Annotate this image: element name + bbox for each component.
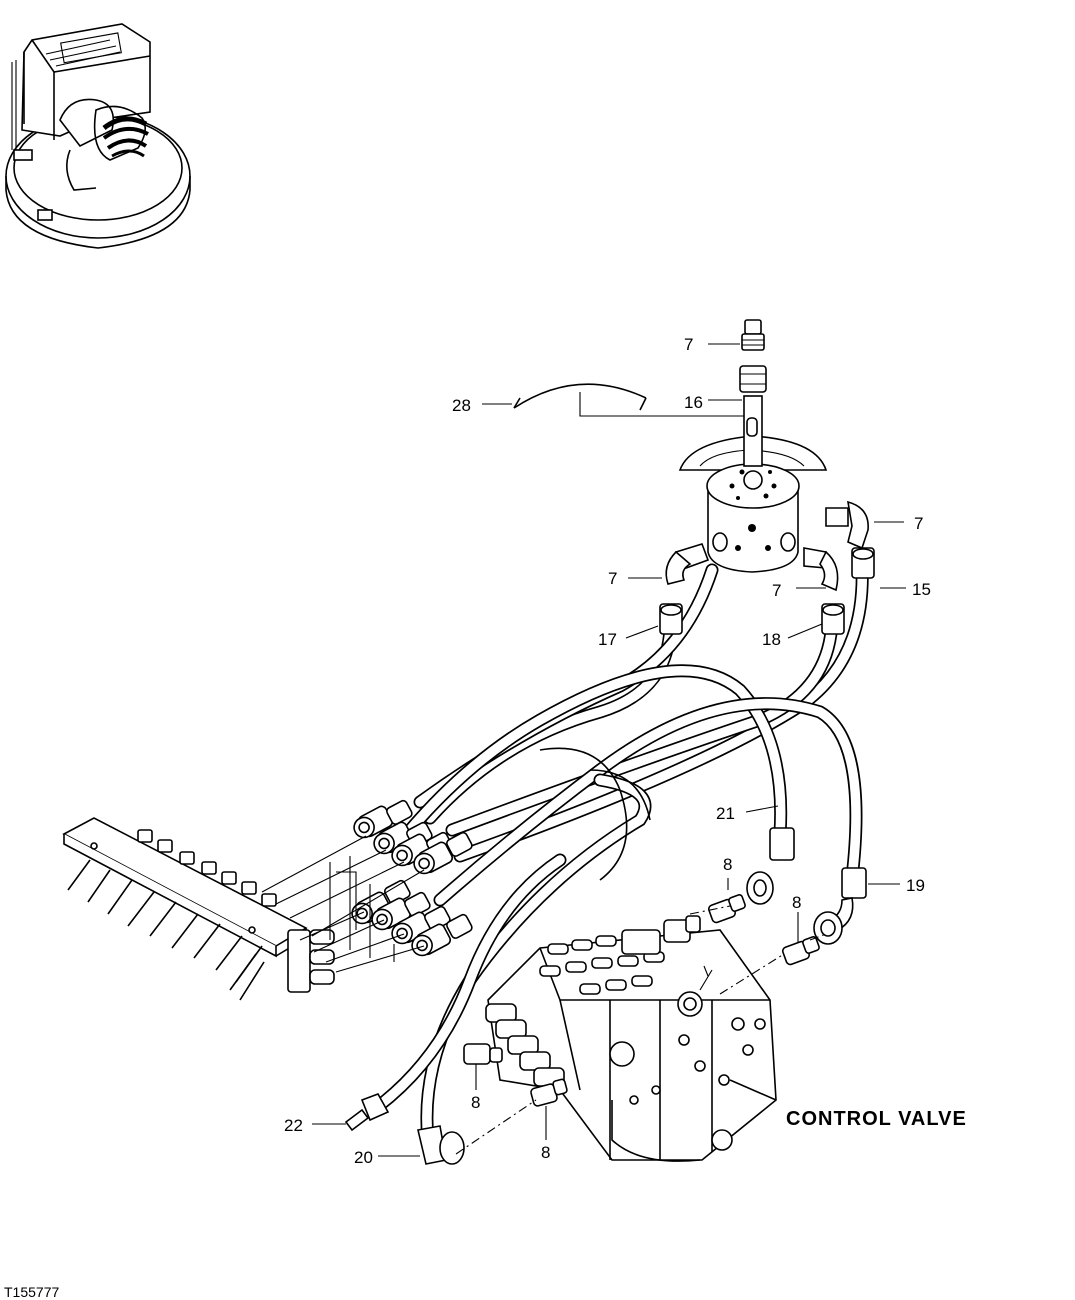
callout-16: 16 [684,393,703,412]
hoses [344,547,875,1165]
callout-7-mid: 7 [772,581,781,600]
callout-8-c: 8 [471,1093,480,1112]
nut-21-end [746,871,774,905]
callout-19: 19 [906,876,925,895]
swivel-joint-icon [678,319,828,573]
pilot-manifold-bar [62,817,335,1001]
callout-7-left: 7 [608,569,617,588]
control-valve-icon [485,915,777,1162]
callout-18: 18 [762,630,781,649]
callout-21: 21 [716,804,735,823]
callout-17: 17 [598,630,617,649]
connector-leaders [261,835,425,973]
excavator-locator-icon [5,23,191,249]
callout-leaders [312,343,906,1157]
elbow-fitting-left [665,543,710,585]
elbow-fitting-right-upper [825,500,869,550]
hose-bundle-mark [102,116,149,158]
callout-22: 22 [284,1116,303,1135]
shim-plate-28 [513,383,744,417]
adapter-8-mid [781,936,820,966]
manifold-fittings [137,829,277,907]
valve-ports [539,935,766,1105]
callout-7-right: 7 [914,514,923,533]
callout-8-a: 8 [723,855,732,874]
callout-7-top: 7 [684,335,693,354]
adapter-8-left [463,1043,503,1065]
callout-20: 20 [354,1148,373,1167]
callout-15: 15 [912,580,931,599]
quick-connectors-upper [353,799,473,875]
control-valve-label: CONTROL VALVE [786,1108,967,1130]
callout-8-d: 8 [541,1143,550,1162]
callout-8-b: 8 [792,893,801,912]
valve-spools [485,1003,565,1087]
adapter-8-bottom [530,1078,568,1107]
nut-19-end [813,911,843,945]
assembly-centerlines [455,905,827,1155]
adapter-8-upper [707,894,746,924]
elbow-fitting-mid [803,547,839,592]
callout-28: 28 [452,396,471,415]
figure-id: T155777 [4,1284,59,1300]
callout-labels: 7 16 28 7 7 7 15 17 18 21 8 19 8 8 8 22 … [284,335,931,1167]
